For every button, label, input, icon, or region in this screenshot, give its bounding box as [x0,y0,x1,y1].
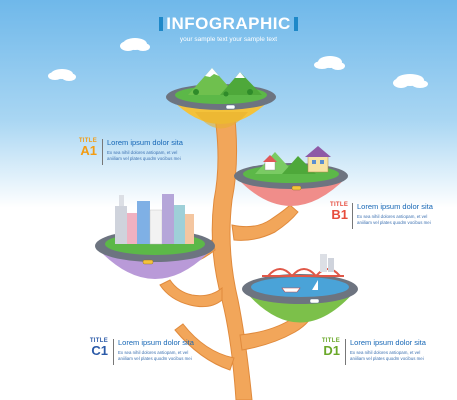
label-a1-divider [102,139,103,165]
cloud-icon [120,38,150,51]
mountain-icon [188,68,262,95]
pod-b [234,146,348,206]
label-d1-heading: Lorem ipsum dolor sita [350,338,426,347]
mountain-icon [255,152,316,174]
label-d1-divider [345,339,346,365]
cloud-icon [393,74,428,88]
boat-icon [281,280,318,293]
label-a1-heading: Lorem ipsum dolor sita [107,138,183,147]
car-icon [142,259,154,265]
label-c1-tag: TITLE C1 [88,338,108,357]
cloud-icon [48,69,76,81]
cloud-icon [314,56,345,70]
pod-a [166,68,276,129]
title-bar-right [294,17,298,31]
label-b1-tag-title: TITLE [330,202,349,208]
label-c1-tag-title: TITLE [89,338,108,344]
label-d1-tag-title: TITLE [321,338,340,344]
building-icon [320,254,334,272]
label-d1-tag: TITLE D1 [320,338,340,357]
label-a1-tag-title: TITLE [78,138,97,144]
building-icon [115,194,194,245]
car-icon [225,104,236,110]
page-subtitle: your sample text your sample text [179,36,278,43]
label-c1-divider [113,339,114,365]
label-c1-tag-code: C1 [91,343,108,358]
house-icon [263,146,331,173]
label-b1-tag-code: B1 [331,207,348,222]
pod-c [95,194,215,279]
car-icon [309,298,320,304]
label-c1-heading: Lorem ipsum dolor sita [118,338,194,347]
label-a1-tag-code: A1 [80,143,97,158]
label-a1-tag: TITLE A1 [75,138,97,157]
label-d1-body: Ex sea nihil dolores antiopam, et vel an… [350,350,424,361]
label-c1-body: Ex sea nihil dolores antiopam, et vel an… [118,350,192,361]
label-a1-body: Ex sea nihil dolores antiopam, et vel an… [107,150,181,161]
label-b1-heading: Lorem ipsum dolor sita [357,202,433,211]
tree-icon [193,89,253,97]
title-bar-left [159,17,163,31]
pod-d [242,254,358,323]
label-b1-body: Ex sea nihil dolores antiopam, et vel an… [357,214,431,225]
car-icon [291,185,302,191]
page-title: INFOGRAPHIC [166,14,291,33]
tree-trunk [159,109,316,400]
label-b1-divider [352,203,353,229]
label-d1-tag-code: D1 [323,343,340,358]
label-b1-tag: TITLE B1 [330,202,348,221]
